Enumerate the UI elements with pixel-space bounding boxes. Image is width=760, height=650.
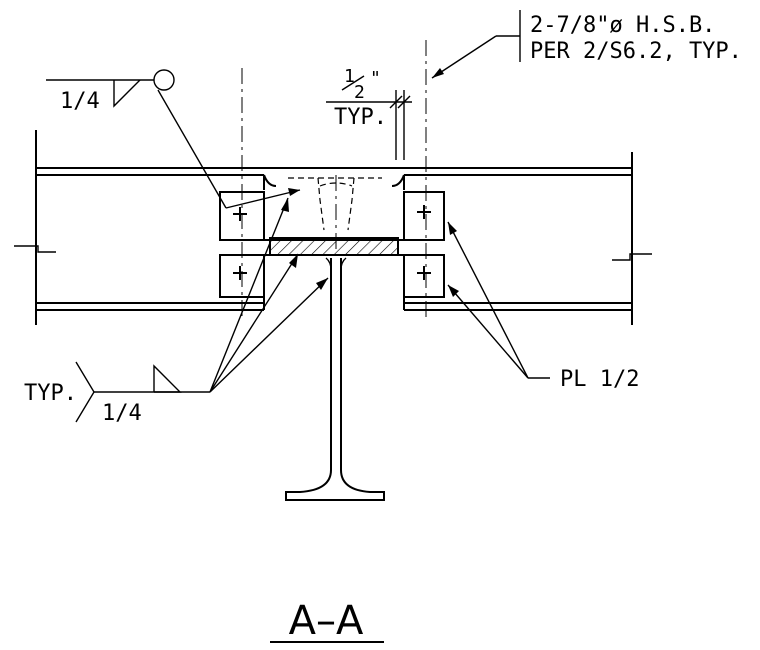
weld-symbol-left: TYP. 1/4 — [24, 197, 329, 426]
bolt-note-line1: 2-7/8"ø H.S.B. — [530, 13, 715, 38]
plate-note-label: PL 1/2 — [560, 367, 639, 392]
gap-inch-mark: " — [370, 68, 381, 89]
section-title: A–A — [289, 598, 364, 644]
upper-plates — [219, 191, 445, 241]
section-title-group: A–A — [270, 598, 384, 644]
weld-left-size: 1/4 — [102, 401, 142, 426]
centerlines — [241, 40, 427, 318]
bolt-note-line2: PER 2/S6.2, TYP. — [530, 39, 742, 64]
column-top-flange — [269, 237, 399, 256]
column-section — [285, 257, 385, 501]
weld-left-typ: TYP. — [24, 381, 77, 406]
weld-symbol-top: 1/4 — [46, 69, 301, 209]
top-cap — [268, 167, 402, 231]
plate-leaders: PL 1/2 — [447, 221, 639, 392]
left-beam — [14, 130, 277, 325]
gap-fraction-den: 2 — [354, 82, 365, 103]
gap-dimension: 1 2 " TYP. — [326, 66, 412, 160]
weld-top-size: 1/4 — [60, 89, 100, 114]
gap-fraction-num: 1 — [344, 66, 355, 87]
gap-typ: TYP. — [334, 105, 387, 130]
bolt-note: 2-7/8"ø H.S.B. PER 2/S6.2, TYP. — [431, 10, 742, 79]
right-beam — [391, 152, 652, 325]
bolt-symbols — [233, 205, 431, 280]
